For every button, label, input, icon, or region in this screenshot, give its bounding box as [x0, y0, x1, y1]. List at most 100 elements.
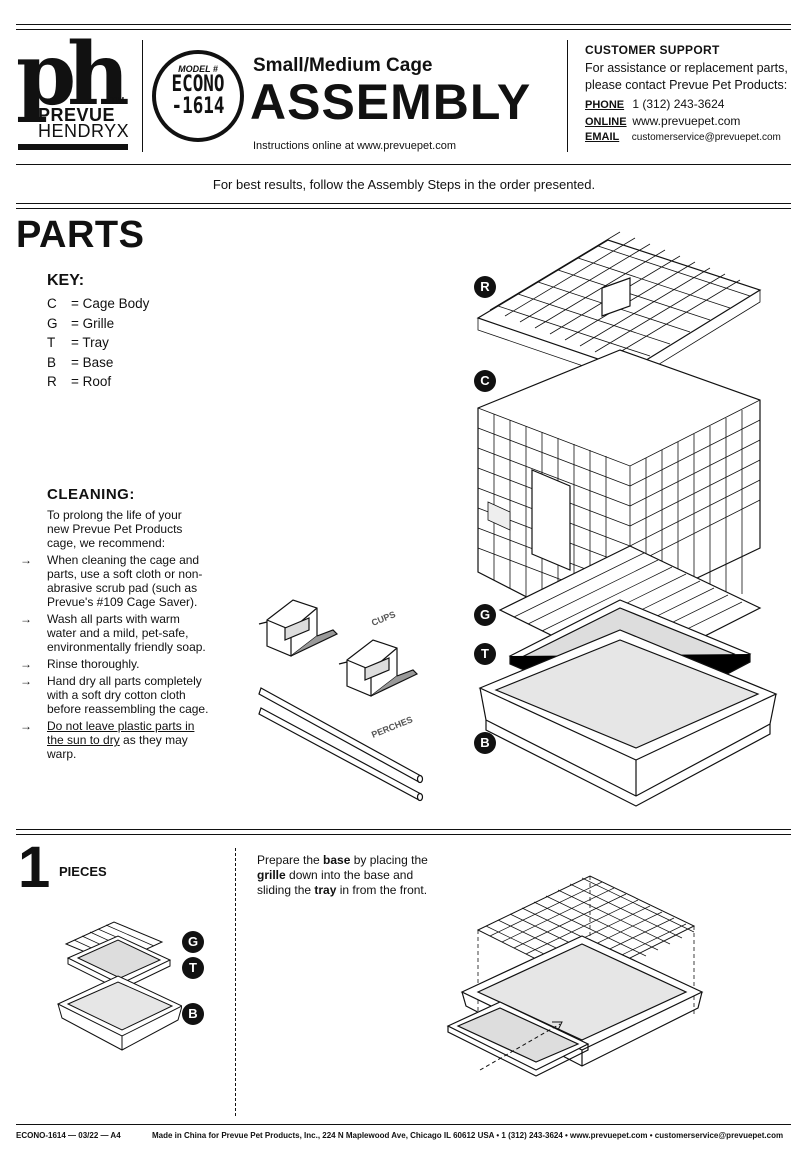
header-instructions: Instructions online at www.prevuepet.com	[253, 140, 456, 152]
brand-underline	[18, 144, 128, 150]
online-link[interactable]: www.prevuepet.com	[632, 114, 741, 128]
step1-instructions: Prepare the base by placing the grille d…	[257, 853, 447, 898]
header-rule	[16, 164, 791, 165]
step1-text-grille: grille	[257, 868, 286, 882]
step1-badge-base: B	[182, 1003, 204, 1025]
email-label: EMAIL	[585, 131, 620, 143]
top-rule-2	[16, 29, 791, 30]
perch-1	[258, 687, 424, 784]
step1-pieces-illustration	[56, 921, 182, 1051]
brand-name-line1: PREVUE	[38, 105, 116, 125]
key-item: C = Cage Body	[47, 294, 149, 314]
tagline: For best results, follow the Assembly St…	[212, 177, 596, 192]
brand-name-line2: HENDRYX	[38, 121, 130, 141]
footer-rule	[16, 1124, 791, 1125]
support-email-row: EMAIL customerservice@prevuepet.com	[585, 131, 781, 143]
cleaning-item-text: Wash all parts with warm water and a mil…	[47, 612, 206, 654]
badge-base: B	[474, 732, 496, 754]
cleaning-item-text: When cleaning the cage and parts, use a …	[47, 553, 203, 609]
key-name: = Grille	[71, 315, 115, 331]
cleaning-item: → Hand dry all parts completely with a so…	[20, 674, 210, 716]
cleaning-item-text: Rinse thoroughly.	[47, 657, 140, 671]
roof-part	[476, 231, 762, 383]
badge-roof: R	[474, 276, 496, 298]
email-link[interactable]: customerservice@prevuepet.com	[631, 132, 781, 143]
cleaning-item-text: Hand dry all parts completely with a sof…	[47, 674, 209, 716]
model-number-line2: -1614	[171, 94, 225, 119]
badge-cage-body: C	[474, 370, 496, 392]
cage-exploded-illustration	[476, 231, 778, 807]
cleaning-warning: Do not leave plastic parts in the sun to…	[47, 719, 195, 747]
model-number-line1: ECONO	[171, 72, 225, 97]
arrow-icon: →	[20, 553, 32, 567]
header-subtitle: Small/Medium Cage	[253, 55, 433, 76]
phone-label: PHONE	[585, 99, 625, 111]
cleaning-item: → When cleaning the cage and parts, use a…	[20, 553, 210, 609]
perch-2	[258, 707, 424, 802]
cup-1	[258, 599, 339, 657]
perches-label: PERCHES	[370, 714, 414, 740]
step-rule-2	[16, 834, 791, 835]
cup-2	[338, 639, 419, 697]
small-tray	[66, 935, 172, 991]
support-heading: CUSTOMER SUPPORT	[585, 43, 720, 57]
step1-badge-grille: G	[182, 931, 204, 953]
slide-arrow-icon	[479, 1021, 563, 1071]
key-list: C = Cage Body G = Grille T = Tray B = Base R…	[47, 294, 149, 392]
support-phone-row: PHONE 1 (312) 243-3624	[585, 97, 724, 111]
arrow-icon: →	[20, 674, 32, 688]
cups-label: CUPS	[370, 609, 397, 628]
parts-title: PARTS	[16, 214, 145, 256]
key-code: R	[47, 374, 57, 389]
key-code: C	[47, 296, 57, 311]
key-name: = Roof	[71, 374, 112, 389]
tagline-rule-2	[16, 208, 791, 209]
key-code: G	[47, 315, 58, 331]
key-code: T	[47, 335, 56, 350]
step-label: PIECES	[59, 864, 107, 879]
tagline-rule	[16, 203, 791, 204]
cleaning-item: → Wash all parts with warm water and a mi…	[20, 612, 210, 654]
step1-text: by placing the	[350, 853, 428, 867]
key-item: G = Grille	[47, 314, 149, 334]
badge-tray: T	[474, 643, 496, 665]
step-divider	[235, 848, 237, 1116]
support-online-row: ONLINE www.prevuepet.com	[585, 114, 740, 128]
step1-text: Prepare the	[257, 853, 324, 867]
badge-grille: G	[474, 604, 496, 626]
model-label: MODEL #	[178, 64, 218, 74]
arrow-icon: →	[20, 612, 32, 626]
small-base	[56, 975, 182, 1051]
key-name: = Base	[71, 354, 114, 370]
footer-code: ECONO-1614 — 03/22 — A4	[16, 1131, 121, 1140]
key-name: = Tray	[71, 335, 109, 350]
step1-text-tray: tray	[314, 883, 337, 897]
key-code: B	[47, 354, 57, 370]
key-item: B = Base	[47, 353, 149, 373]
key-item: R = Roof	[47, 372, 149, 392]
cleaning-intro: To prolong the life of your new Prevue P…	[47, 508, 183, 550]
step-rule	[16, 829, 791, 830]
step1-text-base: base	[323, 853, 351, 867]
step1-assembly-illustration	[446, 875, 704, 1077]
footer-info: Made in China for Prevue Pet Products, I…	[152, 1131, 784, 1140]
key-name: = Cage Body	[71, 296, 150, 311]
assembly-tray	[446, 1001, 590, 1077]
base-part	[478, 629, 778, 807]
phone-value[interactable]: 1 (312) 243-3624	[632, 97, 725, 111]
step-number: 1	[18, 835, 51, 900]
cleaning-list: → When cleaning the cage and parts, use a…	[20, 553, 210, 764]
step1-badge-tray: T	[182, 957, 204, 979]
step1-text: down into the base and sliding the	[257, 868, 414, 897]
arrow-icon: →	[20, 719, 32, 733]
online-label: ONLINE	[585, 116, 627, 128]
cleaning-warning-rest: as they may warp.	[47, 733, 188, 761]
key-item: T = Tray	[47, 333, 149, 353]
brand-tm: TM	[110, 96, 125, 107]
model-badge: MODEL # ECONO -1614	[152, 50, 244, 142]
cleaning-title: CLEANING:	[47, 486, 135, 503]
guide-lines	[477, 876, 695, 1066]
brand-logo-ph: ph	[16, 24, 130, 125]
cleaning-item: →Rinse thoroughly.	[20, 657, 210, 671]
header-divider	[142, 40, 143, 152]
